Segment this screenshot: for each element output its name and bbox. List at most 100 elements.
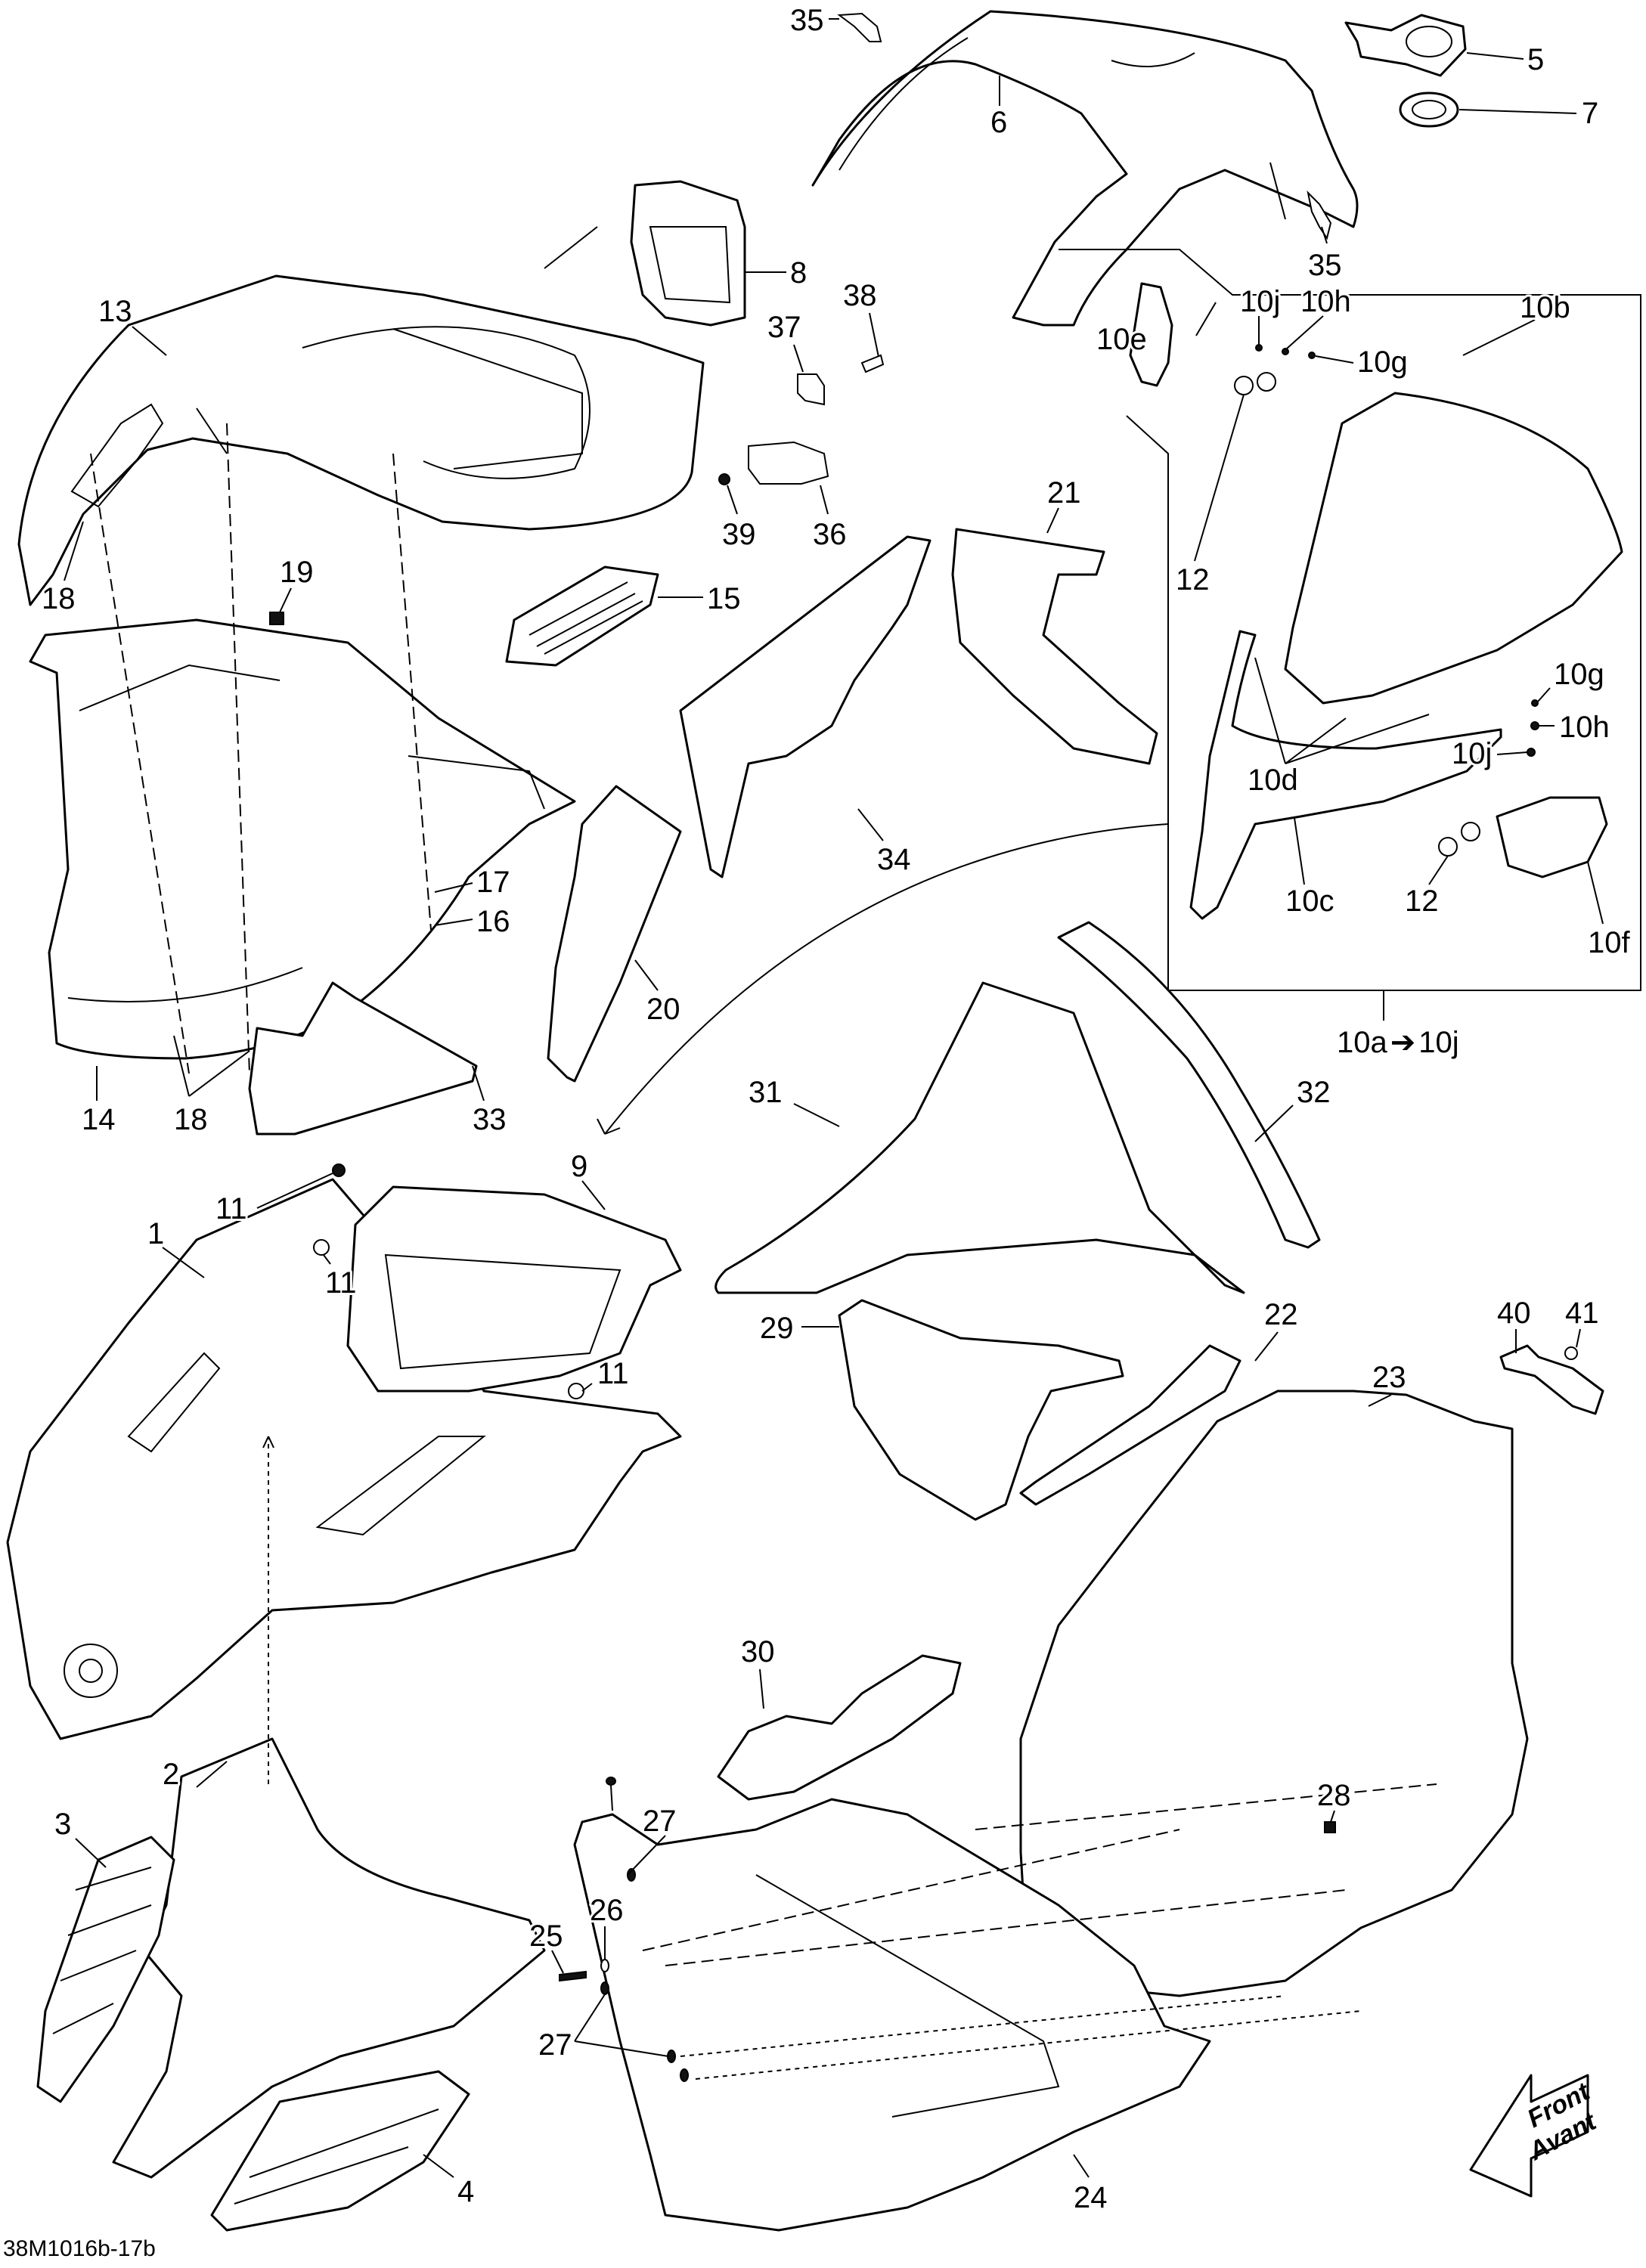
part-12-grommet-b [1257,372,1276,392]
part-23-side-panel [1019,1390,1529,1997]
callout-10c: 10c [1285,885,1334,918]
callout-11-b: 11 [325,1266,357,1300]
part-10h-nut-b [1530,721,1539,730]
part-11-nut-a [332,1163,346,1177]
part-10f-bracket [1496,796,1608,878]
part-3-grille [36,1836,175,2103]
callout-22: 22 [1264,1298,1298,1331]
part-4-grille [210,2070,470,2232]
callout-26: 26 [590,1894,624,1927]
part-27-rivet-a [627,1868,636,1882]
callout-41: 41 [1565,1297,1599,1330]
part-32-panel [1057,921,1321,1249]
part-37-bracket [797,373,825,406]
part-21-panel [951,528,1158,765]
part-34-panel [679,535,931,878]
part-15-vent [505,565,659,667]
callout-35-right: 35 [1308,249,1342,282]
part-28-clip [1324,1821,1336,1833]
callout-12-top: 12 [1176,563,1210,596]
callout-9: 9 [571,1150,587,1183]
part-13-cowl-top [17,274,705,606]
callout-10d: 10d [1248,764,1298,797]
part-10j-washer-a [1255,344,1263,352]
part-31-panel [715,981,1245,1294]
callout-18-top: 18 [42,582,76,615]
callout-38: 38 [843,279,877,312]
callout-19: 19 [280,556,314,589]
part-7-ring-inner [1412,100,1446,119]
callout-11-a: 11 [215,1192,247,1225]
callout-35-top: 35 [790,4,824,37]
callout-27-top: 27 [643,1805,677,1838]
part-10g-screw-a [1308,352,1316,359]
callout-8: 8 [790,256,807,290]
callout-10e: 10e [1096,323,1147,356]
callout-10h-top: 10h [1300,285,1351,318]
callout-10j-bottom: 10j [1452,737,1492,770]
callout-16: 16 [476,905,510,938]
callout-21: 21 [1047,476,1081,510]
callout-5: 5 [1527,43,1544,76]
kit-range-from: 10a [1337,1026,1387,1059]
part-27-rivet-c [667,2050,676,2063]
part-10h-nut-a [1282,348,1289,355]
callout-13: 13 [98,295,132,328]
part-14-lower-cowl [29,618,576,1060]
part-10e-bracket [1129,282,1173,387]
callout-40: 40 [1497,1297,1531,1330]
part-41-screw [1564,1346,1578,1360]
callout-10b: 10b [1520,291,1570,324]
callout-36: 36 [813,518,847,551]
part-12-grommet-a [1234,376,1254,395]
callout-6: 6 [990,106,1007,139]
callout-31: 31 [749,1076,783,1109]
callout-27-bottom: 27 [538,2028,572,2062]
front-direction-arrow: Front Avant [1469,2074,1602,2198]
part-22-panel [1019,1344,1241,1506]
callout-39: 39 [722,518,756,551]
part-9-headlight [346,1185,682,1393]
part-12-grommet-c [1438,837,1458,857]
callout-32: 32 [1297,1076,1331,1109]
part-1-hood [6,1178,682,1740]
callout-17: 17 [476,866,510,899]
callout-10g-top: 10g [1357,345,1408,379]
callout-10j-top: 10j [1240,285,1280,318]
callout-30: 30 [741,1635,775,1668]
callout-25: 25 [529,1919,563,1953]
callout-28: 28 [1317,1779,1351,1812]
callout-33: 33 [473,1103,507,1136]
part-40-strap [1499,1344,1604,1415]
callout-15: 15 [707,582,741,615]
callout-labels: 35 6 5 7 8 35 38 37 39 36 13 18 19 15 21… [39,2,1632,2217]
kit-10-windshield-group [1059,249,1641,1021]
part-30-panel [717,1654,962,1801]
part-25-screw [559,1970,587,1982]
part-6-upper-console [811,10,1359,327]
callout-4: 4 [457,2175,474,2208]
part-29-panel [838,1299,1124,1521]
leader-lines [64,18,1604,2178]
part-11-nut-c [568,1383,584,1399]
part-8-gauge-housing [630,180,746,327]
callout-24: 24 [1074,2181,1108,2214]
callout-7: 7 [1582,97,1598,130]
callout-3: 3 [54,1808,71,1841]
drawing-id: 38M1016b-17b [3,2236,156,2261]
part-38-bolt [860,354,885,373]
part-27-rivet-d [680,2068,689,2082]
part-19-clip [269,612,284,625]
kit-range-to: 10j [1418,1026,1458,1059]
part-10g-screw-b [1531,699,1539,707]
part-39-nut [718,473,730,485]
callout-10g-bottom: 10g [1554,658,1604,691]
callout-37: 37 [767,311,801,344]
part-35-clip-right [1307,190,1332,240]
callout-34: 34 [877,843,911,876]
callout-14: 14 [82,1103,116,1136]
part-11-nut-b [313,1239,330,1256]
part-10j-washer-b [1527,748,1536,757]
kit-range-arrow: ➔ [1390,1026,1416,1059]
